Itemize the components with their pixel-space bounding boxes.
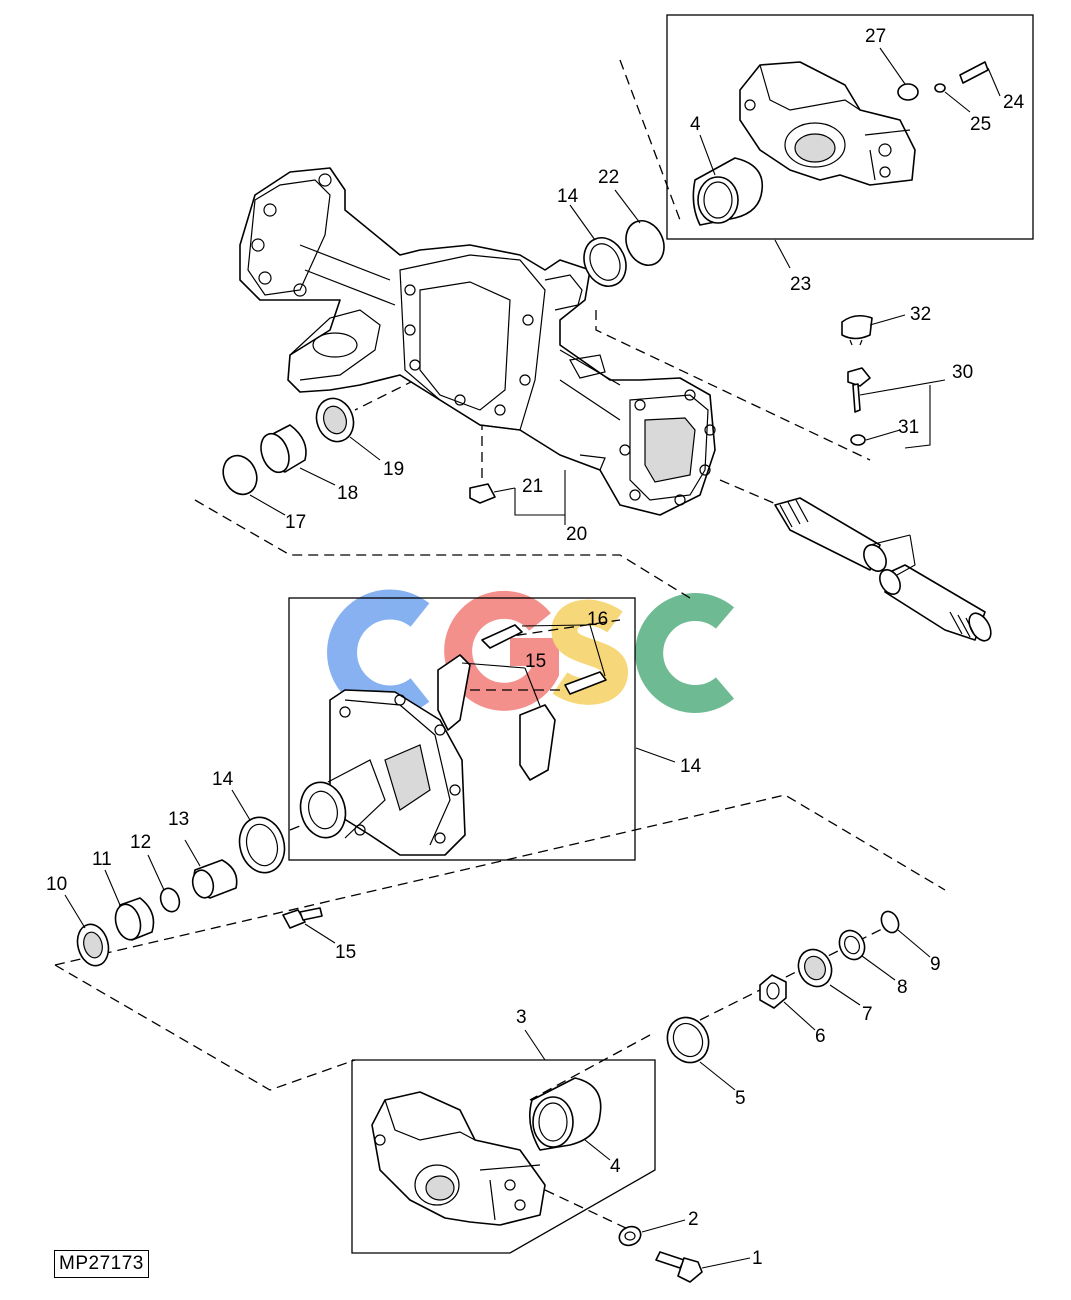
washer-2 — [618, 1225, 642, 1247]
cap-17 — [437, 654, 556, 781]
callout-19: 17 — [285, 512, 306, 533]
callout-27: 25 — [970, 114, 991, 135]
drawing-code: MP27173 — [54, 1250, 149, 1278]
callout-14-lower-visible: 14 — [212, 769, 234, 790]
callout-11: 11 — [92, 849, 112, 870]
callout-23: 21 — [522, 476, 543, 497]
callout-10: 10 — [46, 874, 67, 895]
axle-shaft — [774, 497, 992, 642]
nut-6 — [759, 974, 787, 1009]
plug-23 — [469, 483, 496, 504]
callout-labels: 27 24 25 4 22 14 23 32 30 31 19 18 17 21… — [46, 26, 1025, 1269]
leader-lines — [64, 47, 1001, 1269]
watermark-letter-c-blue — [327, 589, 430, 716]
watermark-letter-s-yellow — [551, 599, 629, 705]
callout-31: 32 — [910, 304, 931, 325]
seal-21 — [315, 397, 355, 443]
callout-30: 31 — [898, 417, 919, 438]
cap-31 — [841, 314, 873, 346]
seal-28 — [897, 83, 919, 101]
ring-19 — [222, 454, 258, 496]
bearing-8 — [838, 929, 866, 961]
screw-26 — [959, 61, 989, 84]
callout-4-upper: 4 — [690, 114, 701, 135]
bushing-20 — [260, 424, 307, 474]
callout-6: 6 — [815, 1026, 826, 1047]
callout-7: 7 — [862, 1004, 873, 1025]
ring-12 — [159, 887, 181, 913]
bushing-11 — [114, 897, 155, 941]
ring-9 — [880, 910, 900, 934]
callout-13: 13 — [168, 809, 189, 830]
seal-14-lower — [238, 816, 286, 874]
callout-16: 14 — [680, 756, 702, 777]
axle-bracket-upper — [739, 61, 916, 186]
hub-housing — [299, 689, 466, 856]
seal-7 — [797, 948, 833, 988]
bushing-lower — [529, 1077, 602, 1151]
axle-bracket-lower — [371, 1091, 546, 1226]
ring-24 — [625, 220, 665, 266]
spacer-13 — [191, 859, 238, 899]
callout-15-label: 15 — [335, 942, 356, 963]
callout-4-lower: 4 — [610, 1156, 621, 1177]
nut-27 — [934, 83, 946, 93]
callout-17: 15 — [525, 651, 546, 672]
callout-29: 30 — [952, 362, 973, 383]
assembly-lines — [54, 59, 946, 1231]
callout-14-upper: 14 — [557, 186, 579, 207]
breather-29 — [847, 367, 871, 413]
callout-26: 24 — [1003, 92, 1025, 113]
callout-24: 22 — [598, 167, 619, 188]
callout-21: 19 — [383, 459, 404, 480]
callout-1: 1 — [752, 1248, 763, 1269]
watermark-letter-c-green — [635, 593, 735, 713]
bearing-10 — [76, 923, 110, 967]
callout-2: 2 — [688, 1209, 699, 1230]
callout-12: 12 — [130, 832, 151, 853]
callout-22: 20 — [566, 524, 587, 545]
callout-20: 18 — [337, 483, 358, 504]
callout-8: 8 — [897, 977, 908, 998]
callout-9: 9 — [930, 954, 941, 975]
washer-5 — [666, 1016, 710, 1064]
callout-3: 3 — [516, 1007, 527, 1028]
callout-5: 5 — [735, 1088, 746, 1109]
bolt-1 — [655, 1251, 703, 1283]
kit-box-16 — [288, 597, 636, 861]
washer-30 — [850, 434, 866, 446]
bolt-18 — [481, 624, 607, 695]
callout-25: 23 — [790, 274, 811, 295]
bushing-upper — [692, 157, 764, 226]
bolt-15 — [282, 907, 323, 929]
axle-housing — [239, 167, 716, 516]
callout-18: 16 — [587, 609, 608, 630]
callout-28: 27 — [865, 26, 886, 47]
kit-box-25 — [666, 14, 1034, 240]
